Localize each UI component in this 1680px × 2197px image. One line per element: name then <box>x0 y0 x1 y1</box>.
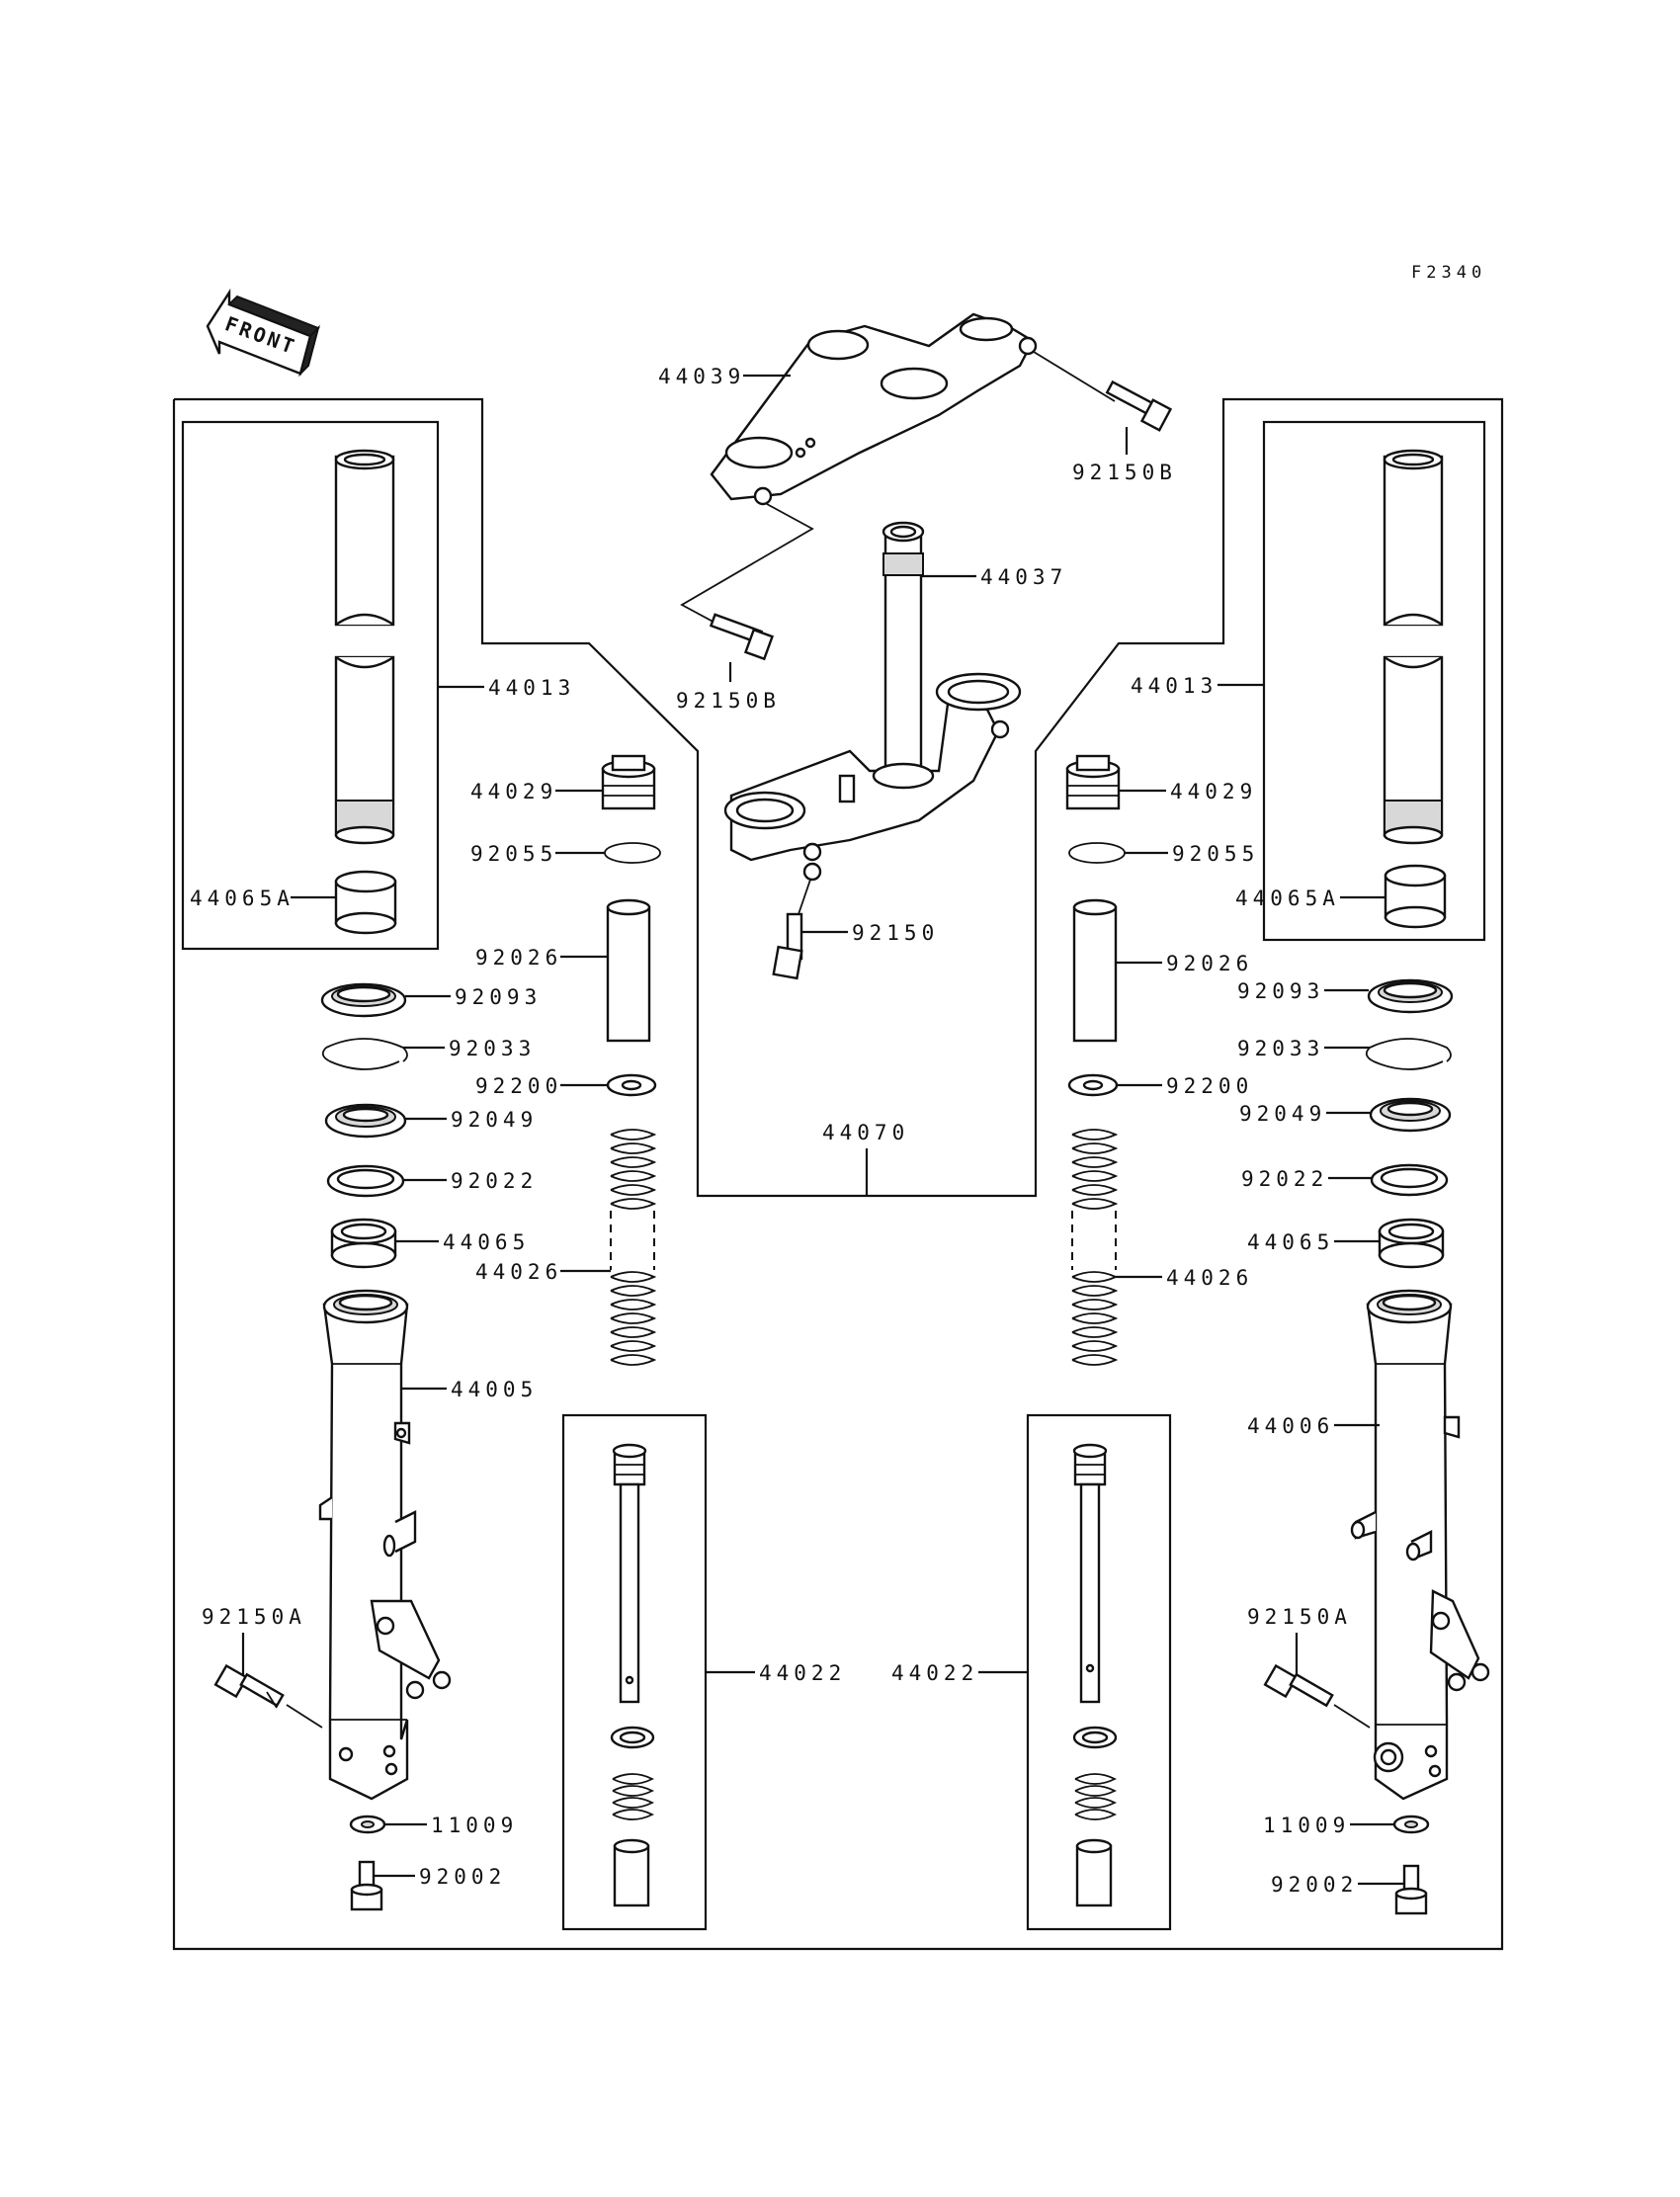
label-92055-right: 92055 <box>1172 842 1259 866</box>
washer-11009-left <box>349 1815 386 1834</box>
label-92002-right: 92002 <box>1271 1873 1358 1897</box>
dust-seal-92093-right <box>1367 978 1454 1014</box>
assembly-outline <box>172 397 1504 1951</box>
label-44065a-left: 44065A <box>190 887 294 910</box>
bolt-92150b-top <box>1105 380 1173 432</box>
washer-92022-right <box>1370 1163 1449 1197</box>
outer-tube-44005-left <box>318 1289 452 1801</box>
cap-bolt-44029-left <box>601 754 656 810</box>
label-92033-left: 92033 <box>449 1037 536 1060</box>
label-44065-right: 44065 <box>1247 1230 1334 1254</box>
oil-seal-92049-left <box>324 1103 407 1139</box>
label-44006: 44006 <box>1247 1414 1334 1438</box>
bushing-44065-left <box>330 1218 397 1269</box>
label-44005: 44005 <box>451 1378 538 1401</box>
bushing-44065a-right <box>1384 864 1447 929</box>
label-44026-left: 44026 <box>475 1260 562 1284</box>
damper-rod-44022-left <box>610 1443 655 1907</box>
bolt-92150b-mid <box>709 613 775 661</box>
washer-92022-left <box>326 1164 405 1198</box>
label-92150b-top: 92150B <box>1072 461 1177 484</box>
label-92150a-left: 92150A <box>202 1605 306 1629</box>
washer-92200-left <box>606 1073 657 1097</box>
spring-44026-right <box>1071 1129 1119 1366</box>
bushing-44065-right <box>1378 1218 1445 1269</box>
label-92093-left: 92093 <box>455 985 542 1009</box>
o-ring-92055-left <box>604 842 661 864</box>
label-92022-right: 92022 <box>1241 1167 1328 1191</box>
front-arrow-icon: FRONT <box>206 288 320 378</box>
label-44013-right: 44013 <box>1131 674 1218 698</box>
dust-seal-92093-left <box>320 982 407 1018</box>
label-44037: 44037 <box>980 565 1067 589</box>
label-92002-left: 92002 <box>419 1865 506 1889</box>
clip-92033-right <box>1365 1038 1452 1070</box>
label-92033-right: 92033 <box>1237 1037 1324 1060</box>
bushing-44065a-left <box>334 870 397 935</box>
bolt-92002-right <box>1394 1864 1428 1915</box>
inner-tube-right <box>1383 449 1444 845</box>
clip-92033-left <box>321 1038 408 1070</box>
cap-bolt-44029-right <box>1065 754 1121 810</box>
label-92093-right: 92093 <box>1237 979 1324 1003</box>
label-92055-left: 92055 <box>470 842 557 866</box>
label-92150: 92150 <box>852 921 939 945</box>
oil-seal-92049-right <box>1369 1097 1452 1133</box>
bolt-92150 <box>772 912 803 980</box>
inner-tube-left <box>334 449 395 845</box>
label-44029-left: 44029 <box>470 780 557 803</box>
label-44029-right: 44029 <box>1170 780 1257 803</box>
label-92049-right: 92049 <box>1239 1102 1326 1126</box>
label-44065-left: 44065 <box>443 1230 530 1254</box>
label-44039: 44039 <box>658 365 745 388</box>
label-11009-right: 11009 <box>1263 1814 1350 1837</box>
label-44070: 44070 <box>822 1121 909 1144</box>
bolt-92150a-right <box>1263 1663 1334 1708</box>
spring-44026-left <box>610 1129 657 1366</box>
label-92049-left: 92049 <box>451 1108 538 1132</box>
spacer-92026-left <box>606 898 651 1043</box>
label-44022-left: 44022 <box>759 1661 846 1685</box>
box-44013-left <box>181 420 440 951</box>
label-44013-left: 44013 <box>488 676 575 700</box>
outer-tube-44006-right <box>1350 1289 1490 1801</box>
label-92026-right: 92026 <box>1166 952 1253 975</box>
washer-92200-right <box>1067 1073 1119 1097</box>
label-44026-right: 44026 <box>1166 1266 1253 1290</box>
spacer-92026-right <box>1072 898 1118 1043</box>
o-ring-92055-right <box>1068 842 1126 864</box>
label-92200-right: 92200 <box>1166 1074 1253 1098</box>
box-44013-right <box>1262 420 1486 942</box>
label-44065a-right: 44065A <box>1235 887 1340 910</box>
bolt-92002-left <box>350 1860 383 1911</box>
label-92200-left: 92200 <box>475 1074 562 1098</box>
upper-bracket-44039 <box>710 312 1038 506</box>
label-92022-left: 92022 <box>451 1169 538 1193</box>
label-92026-left: 92026 <box>475 946 562 970</box>
damper-rod-44022-right <box>1072 1443 1118 1907</box>
label-92150b-mid: 92150B <box>676 689 781 713</box>
figure-code: F2340 <box>1411 263 1486 283</box>
bolt-92150a-left <box>213 1663 285 1709</box>
steering-stem-44037 <box>723 521 1022 882</box>
label-11009-left: 11009 <box>431 1814 518 1837</box>
washer-11009-right <box>1392 1815 1430 1834</box>
label-92150a-right: 92150A <box>1247 1605 1352 1629</box>
label-44022-right: 44022 <box>891 1661 978 1685</box>
